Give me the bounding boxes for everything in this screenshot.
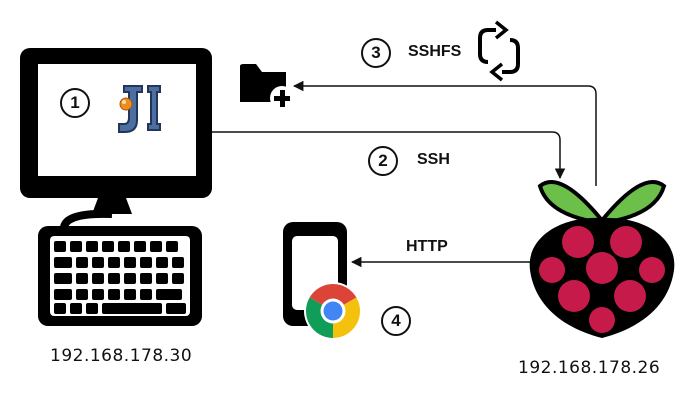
keyboard-key: [70, 241, 82, 252]
keyboard-key: [108, 257, 120, 268]
sshfs-label: SSHFS: [408, 43, 462, 60]
keyboard-key: [54, 289, 72, 300]
keyboard-key: [124, 257, 136, 268]
keyboard-spacebar: [102, 303, 162, 314]
keyboard-key: [108, 273, 120, 284]
folder-add-icon: [240, 64, 294, 110]
step-3-badge: 3: [361, 38, 391, 68]
sshfs-connection-line: [292, 80, 597, 186]
intellij-idea-icon: [116, 82, 166, 134]
keyboard-key: [76, 273, 88, 284]
sync-icon: [478, 20, 520, 82]
keyboard-key: [92, 273, 104, 284]
computer-ip-label: 192.168.178.30: [50, 346, 193, 366]
keyboard-key: [92, 257, 104, 268]
keyboard-key: [54, 257, 72, 268]
keyboard-key: [134, 241, 146, 252]
step-1-badge: 1: [60, 88, 90, 118]
keyboard-key: [140, 257, 152, 268]
keyboard-key: [54, 273, 72, 284]
step-4-badge: 4: [381, 306, 411, 336]
raspberry-pi-icon: [529, 180, 675, 338]
keyboard-key: [76, 257, 88, 268]
keyboard-key: [140, 273, 152, 284]
http-label: HTTP: [406, 238, 448, 255]
keyboard-key: [108, 289, 120, 300]
keyboard-key: [156, 289, 182, 300]
keyboard-key: [166, 303, 186, 314]
step-2-badge: 2: [368, 146, 398, 176]
keyboard-key: [86, 303, 98, 314]
chrome-icon: [304, 282, 362, 340]
keyboard-key: [92, 289, 104, 300]
keyboard-key: [166, 241, 178, 252]
keyboard-key: [172, 273, 184, 284]
keyboard-key: [70, 303, 82, 314]
ssh-connection-line: [212, 131, 566, 180]
keyboard-key: [124, 289, 136, 300]
keyboard-key: [86, 241, 98, 252]
keyboard-key: [76, 289, 88, 300]
keyboard-key: [140, 289, 152, 300]
keyboard: [38, 226, 202, 326]
keyboard-key: [118, 241, 130, 252]
ssh-label: SSH: [417, 151, 450, 168]
keyboard-key: [156, 257, 168, 268]
keyboard-key: [102, 241, 114, 252]
keyboard-key: [124, 273, 136, 284]
keyboard-key: [156, 273, 168, 284]
raspberry-pi-ip-label: 192.168.178.26: [518, 358, 661, 378]
keyboard-key: [54, 241, 66, 252]
keyboard-key: [150, 241, 162, 252]
keyboard-key: [172, 257, 184, 268]
keyboard-key: [54, 303, 66, 314]
